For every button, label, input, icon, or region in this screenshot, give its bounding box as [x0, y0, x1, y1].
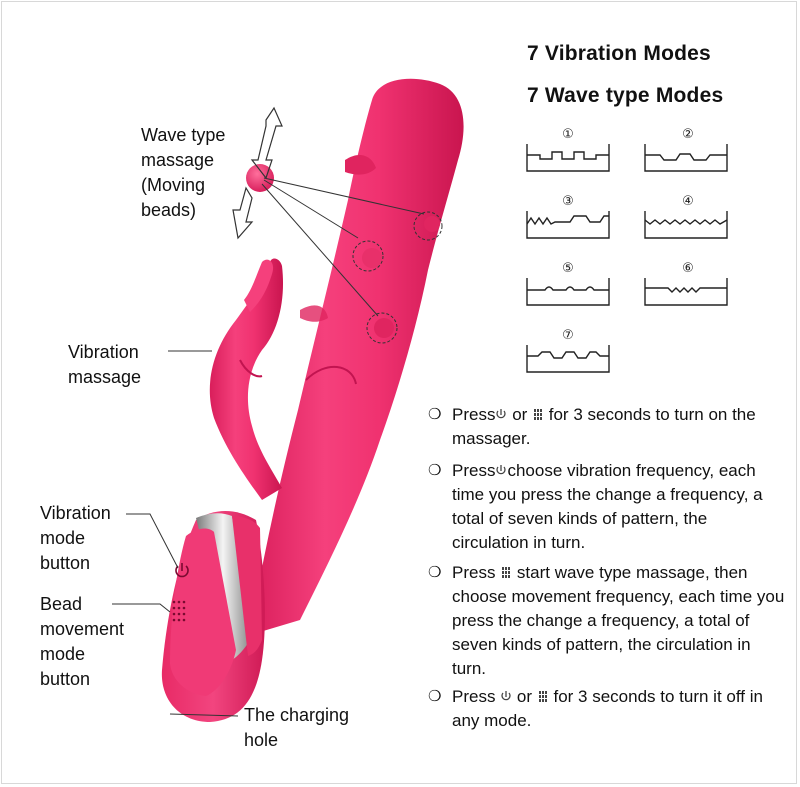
pattern-3-wave — [526, 211, 610, 239]
shaft — [250, 78, 464, 636]
pattern-4-number: ④ — [682, 194, 694, 209]
wave-modes-heading: 7 Wave type Modes — [527, 84, 724, 107]
bullet-icon: ❍ — [428, 688, 442, 705]
wave-massage-label: Wave type massage (Moving beads) — [141, 125, 226, 220]
bead-grid-icon — [501, 562, 512, 578]
bullet-icon: ❍ — [428, 462, 442, 479]
instruction-4-text: Press or for 3 seconds to turn it off in… — [452, 686, 763, 730]
clitoral-arm — [209, 258, 284, 500]
pattern-6-number: ⑥ — [682, 261, 694, 276]
vibration-icon — [501, 686, 511, 701]
pattern-1-number: ① — [562, 127, 574, 142]
pattern-6-wave — [644, 278, 728, 306]
pattern-5-wave — [526, 278, 610, 306]
pattern-4-wave — [644, 211, 728, 239]
pattern-7-number: ⑦ — [562, 328, 574, 343]
instruction-1: ❍ Press or for 3 seconds to turn on the … — [428, 403, 788, 451]
pattern-3-number: ③ — [562, 194, 574, 209]
instruction-4: ❍ Press or for 3 seconds to turn it off … — [428, 685, 788, 733]
vibration-icon — [496, 460, 507, 475]
double-arrow-icon — [250, 106, 283, 180]
vibration-modes-heading: 7 Vibration Modes — [527, 42, 711, 65]
pattern-1-wave — [526, 144, 610, 172]
pattern-5-number: ⑤ — [562, 261, 574, 276]
vibration-icon — [175, 563, 189, 578]
bullet-icon: ❍ — [428, 406, 442, 423]
vibration-massage-label: Vibration massage — [68, 342, 142, 387]
pattern-2-wave — [644, 144, 728, 172]
vibration-mode-button-label: Vibration mode button — [40, 503, 111, 573]
instruction-1-text: Press or for 3 seconds to turn on the ma… — [452, 404, 756, 448]
pattern-7-wave — [526, 345, 610, 373]
instruction-3: ❍ Press start wave type massage, then ch… — [428, 561, 788, 681]
bead-grid-icon — [533, 404, 544, 420]
bead-grid-icon — [537, 686, 548, 702]
moving-bead — [246, 164, 274, 192]
bead-grid-icon — [172, 600, 186, 622]
pattern-2-number: ② — [682, 127, 694, 142]
instruction-3-text: Press start wave type massage, then choo… — [452, 562, 785, 678]
bullet-icon: ❍ — [428, 564, 442, 581]
vibration-icon — [496, 404, 507, 419]
charging-hole-label: The charging hole — [244, 705, 350, 750]
bead-mode-button-label: Bead movement mode button — [40, 594, 125, 689]
